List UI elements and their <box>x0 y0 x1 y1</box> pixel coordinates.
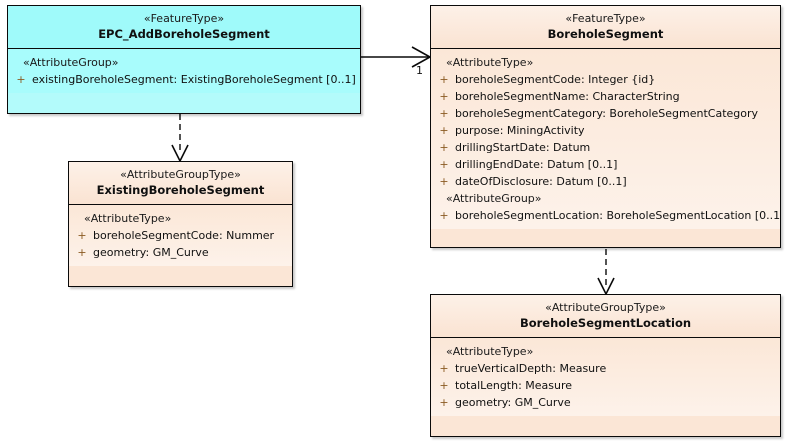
compartment-label: «AttributeType» <box>446 56 534 69</box>
compartment-label: «AttributeGroup» <box>446 192 542 205</box>
visibility-marker: + <box>16 73 26 86</box>
class-stereotype: «FeatureType» <box>565 12 646 25</box>
class-stereotype: «AttributeGroupType» <box>545 301 666 314</box>
attribute-row[interactable]: + boreholeSegmentCode: Nummer <box>71 227 290 244</box>
compartment-label: «AttributeGroup» <box>23 56 119 69</box>
attribute-text: boreholeSegmentName: CharacterString <box>455 90 680 103</box>
attribute-text: trueVerticalDepth: Measure <box>455 362 607 375</box>
attribute-row[interactable]: + boreholeSegmentCategory: BoreholeSegme… <box>433 105 778 122</box>
attribute-row[interactable]: + totalLength: Measure <box>433 377 778 394</box>
attribute-row[interactable]: + dateOfDisclosure: Datum [0..1] <box>433 173 778 190</box>
attribute-text: geometry: GM_Curve <box>455 396 571 409</box>
attribute-row[interactable]: + drillingStartDate: Datum <box>433 139 778 156</box>
class-name: BoreholeSegment <box>547 27 664 41</box>
attribute-text: boreholeSegmentCode: Integer {id} <box>455 73 656 86</box>
attribute-row[interactable]: + drillingEndDate: Datum [0..1] <box>433 156 778 173</box>
class-name: EPC_AddBoreholeSegment <box>98 27 270 41</box>
visibility-marker: + <box>439 362 449 375</box>
visibility-marker: + <box>439 90 449 103</box>
visibility-marker: + <box>439 175 449 188</box>
class-stereotype: «FeatureType» <box>143 12 225 25</box>
attribute-text: boreholeSegmentCode: Nummer <box>93 229 275 242</box>
class-name: ExistingBoreholeSegment <box>96 183 265 197</box>
uml-class-existingboreholesegment[interactable]: «AttributeGroupType» ExistingBoreholeSeg… <box>68 161 293 287</box>
attribute-row[interactable]: + boreholeSegmentName: CharacterString <box>433 88 778 105</box>
class-header: «FeatureType» EPC_AddBoreholeSegment <box>8 6 360 49</box>
uml-class-boreholesegment[interactable]: «FeatureType» BoreholeSegment «Attribute… <box>430 5 781 248</box>
attribute-text: totalLength: Measure <box>455 379 573 392</box>
class-header: «AttributeGroupType» ExistingBoreholeSeg… <box>69 162 292 205</box>
uml-class-epc-addboreholesegment[interactable]: «FeatureType» EPC_AddBoreholeSegment «At… <box>7 5 361 114</box>
attribute-text: purpose: MiningActivity <box>455 124 585 137</box>
attribute-row[interactable]: + existingBoreholeSegment: ExistingBoreh… <box>10 71 358 88</box>
attribute-row[interactable]: + geometry: GM_Curve <box>71 244 290 261</box>
visibility-marker: + <box>439 396 449 409</box>
visibility-marker: + <box>439 379 449 392</box>
attribute-text: dateOfDisclosure: Datum [0..1] <box>455 175 627 188</box>
uml-class-boreholesegmentlocation[interactable]: «AttributeGroupType» BoreholeSegmentLoca… <box>430 294 781 437</box>
attribute-row[interactable]: + purpose: MiningActivity <box>433 122 778 139</box>
visibility-marker: + <box>77 246 87 259</box>
visibility-marker: + <box>439 124 449 137</box>
class-body: «AttributeGroup» + existingBoreholeSegme… <box>8 49 360 93</box>
attribute-text: existingBoreholeSegment: ExistingBorehol… <box>32 73 356 86</box>
visibility-marker: + <box>77 229 87 242</box>
class-name: BoreholeSegmentLocation <box>519 316 692 330</box>
multiplicity-label-target: 1 <box>416 64 423 77</box>
visibility-marker: + <box>439 209 449 222</box>
attribute-text: geometry: GM_Curve <box>93 246 209 259</box>
attribute-row[interactable]: + boreholeSegmentLocation: BoreholeSegme… <box>433 207 781 224</box>
attribute-row[interactable]: + geometry: GM_Curve <box>433 394 778 411</box>
visibility-marker: + <box>439 107 449 120</box>
compartment-label: «AttributeType» <box>84 212 172 225</box>
attribute-text: drillingEndDate: Datum [0..1] <box>455 158 618 171</box>
class-body: «AttributeType» + boreholeSegmentCode: N… <box>69 205 292 266</box>
class-body: «AttributeType» + trueVerticalDepth: Mea… <box>431 338 780 416</box>
visibility-marker: + <box>439 73 449 86</box>
attribute-row[interactable]: + boreholeSegmentCode: Integer {id} <box>433 71 778 88</box>
class-header: «AttributeGroupType» BoreholeSegmentLoca… <box>431 295 780 338</box>
attribute-text: boreholeSegmentCategory: BoreholeSegment… <box>455 107 759 120</box>
attribute-text: drillingStartDate: Datum <box>455 141 591 154</box>
class-body: «AttributeType» + boreholeSegmentCode: I… <box>431 49 780 229</box>
class-header: «FeatureType» BoreholeSegment <box>431 6 780 49</box>
visibility-marker: + <box>439 158 449 171</box>
class-stereotype: «AttributeGroupType» <box>120 168 241 181</box>
visibility-marker: + <box>439 141 449 154</box>
attribute-row[interactable]: + trueVerticalDepth: Measure <box>433 360 778 377</box>
connector-dependency-epc-to-existing <box>171 114 189 163</box>
connector-dependency-boreholesegment-to-location <box>597 249 615 296</box>
compartment-label: «AttributeType» <box>446 345 534 358</box>
attribute-text: boreholeSegmentLocation: BoreholeSegment… <box>455 209 781 222</box>
